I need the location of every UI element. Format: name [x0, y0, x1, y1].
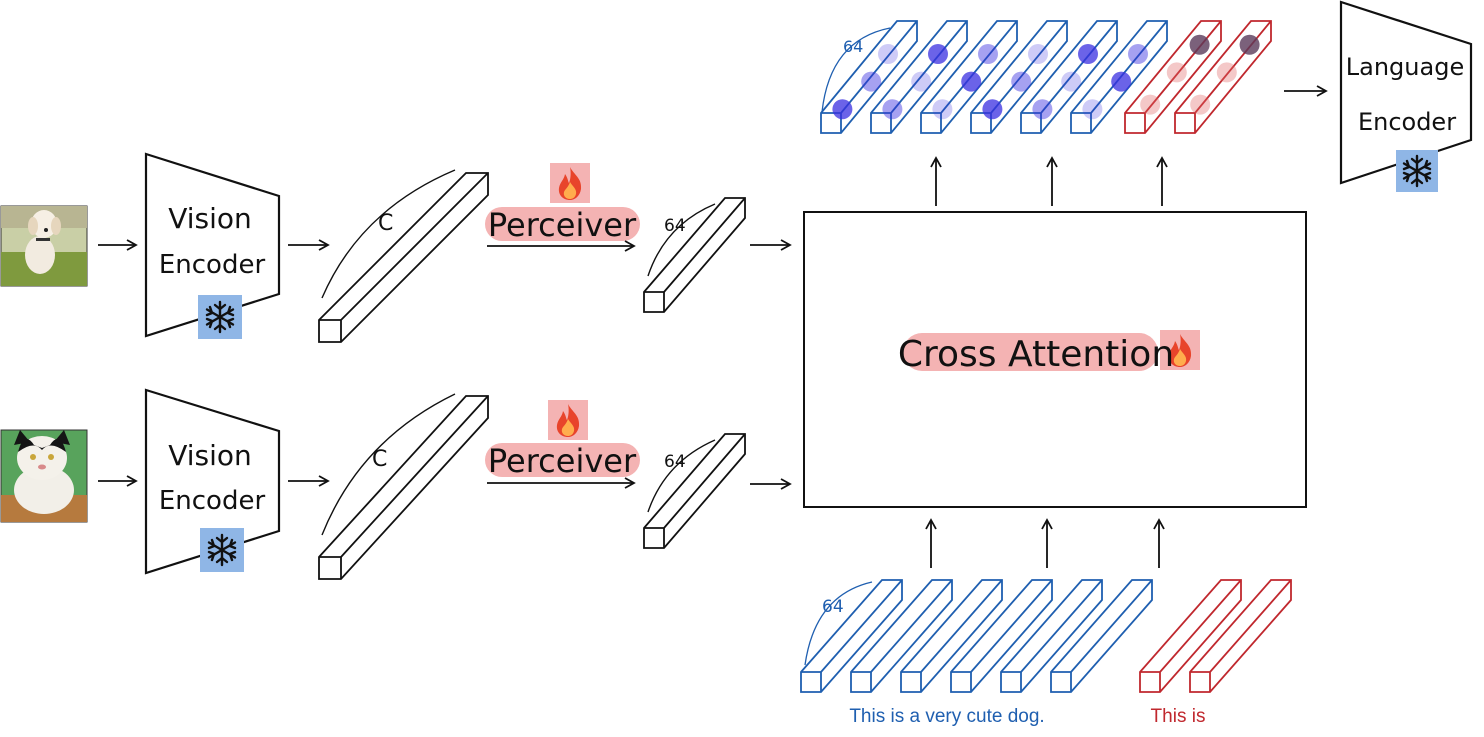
vision-encoder-label-line2: Encoder [159, 250, 266, 280]
cross-attention-label: Cross Attention [898, 334, 1174, 375]
attention-dot [878, 44, 898, 64]
attention-dot [1216, 62, 1237, 83]
snowflake-icon [200, 528, 244, 572]
attention-dot [1140, 94, 1161, 115]
vision-encoder-top: Vision Encoder [144, 152, 281, 339]
attention-dot [1082, 99, 1103, 120]
snowflake-icon [198, 295, 242, 339]
attention-dot [982, 99, 1003, 120]
language-encoder: Language Encoder [1339, 0, 1473, 192]
attention-dot [961, 71, 982, 92]
attention-dot [1032, 99, 1053, 120]
feature-dim-label-bottom: C [372, 447, 387, 472]
text-token-blue [1000, 579, 1103, 693]
caption-text-blue: This is a very cute dog. [849, 706, 1044, 727]
output-token-blue [870, 20, 968, 134]
perceiver-label-bottom: Perceiver [488, 442, 637, 480]
fire-icon [1160, 330, 1200, 370]
fire-icon [548, 400, 588, 440]
text-token-blue [900, 579, 1003, 693]
output-token-dim-arc [821, 27, 891, 113]
perceiver-module-bottom: Perceiver [485, 400, 640, 489]
vision-encoder-label-line2: Encoder [159, 486, 266, 516]
vision-encoder-label-line1: Vision [168, 202, 252, 235]
attention-dot [861, 71, 882, 92]
fire-icon [550, 163, 590, 203]
attention-dot [1166, 62, 1187, 83]
attention-dot [882, 99, 903, 120]
output-token-red [1124, 20, 1222, 134]
arrows-cross-to-output [930, 156, 1168, 206]
output-token-blue [1020, 20, 1118, 134]
latent-block-top [643, 197, 746, 313]
output-token-blue [820, 20, 918, 134]
attention-dot [978, 44, 998, 64]
latent-dim-label-bottom: 64 [664, 452, 686, 472]
text-token-dim-label: 64 [822, 597, 844, 617]
text-token-sequence [800, 579, 1292, 693]
feature-block-top [318, 169, 489, 343]
attention-dot [1189, 34, 1210, 55]
latent-dim-label-top: 64 [664, 216, 686, 236]
text-token-red [1139, 579, 1242, 693]
cross-attention-box: Cross Attention [803, 211, 1307, 508]
perceiver-label-top: Perceiver [488, 206, 637, 244]
language-encoder-label-line2: Encoder [1358, 108, 1456, 136]
text-token-blue [950, 579, 1053, 693]
attention-dot [911, 71, 932, 92]
output-token-red [1174, 20, 1272, 134]
cat-photo [0, 429, 88, 523]
caption-text-red: This is [1151, 706, 1206, 727]
attention-dot [1061, 71, 1082, 92]
text-token-blue [1050, 579, 1153, 693]
feature-block-bottom [318, 393, 489, 580]
output-token-dim-label: 64 [843, 37, 863, 56]
output-token-sequence [820, 20, 1272, 134]
attention-dot [1078, 44, 1098, 64]
text-token-blue [850, 579, 953, 693]
attention-dot [1111, 71, 1132, 92]
attention-dot [1128, 44, 1148, 64]
arrows-text-to-cross [925, 518, 1165, 568]
feature-dim-label-top: C [378, 211, 393, 236]
vision-encoder-bottom: Vision Encoder [144, 388, 281, 575]
latent-block-bottom [643, 433, 746, 549]
attention-dot [1239, 34, 1260, 55]
dog-photo [0, 205, 88, 287]
attention-dot [1190, 94, 1211, 115]
output-token-blue [970, 20, 1068, 134]
output-token-blue [1070, 20, 1168, 134]
vision-encoder-label-line1: Vision [168, 439, 252, 472]
attention-dot [928, 44, 948, 64]
text-token-dim-arc [804, 581, 873, 666]
attention-dot [1011, 71, 1032, 92]
perceiver-module-top: Perceiver [485, 163, 640, 252]
attention-dot [832, 99, 853, 120]
attention-dot [932, 99, 953, 120]
text-token-blue [800, 579, 903, 693]
text-token-red [1189, 579, 1292, 693]
language-encoder-label-line1: Language [1346, 53, 1464, 81]
output-token-blue [920, 20, 1018, 134]
attention-dot [1028, 44, 1048, 64]
snowflake-icon [1396, 150, 1438, 192]
